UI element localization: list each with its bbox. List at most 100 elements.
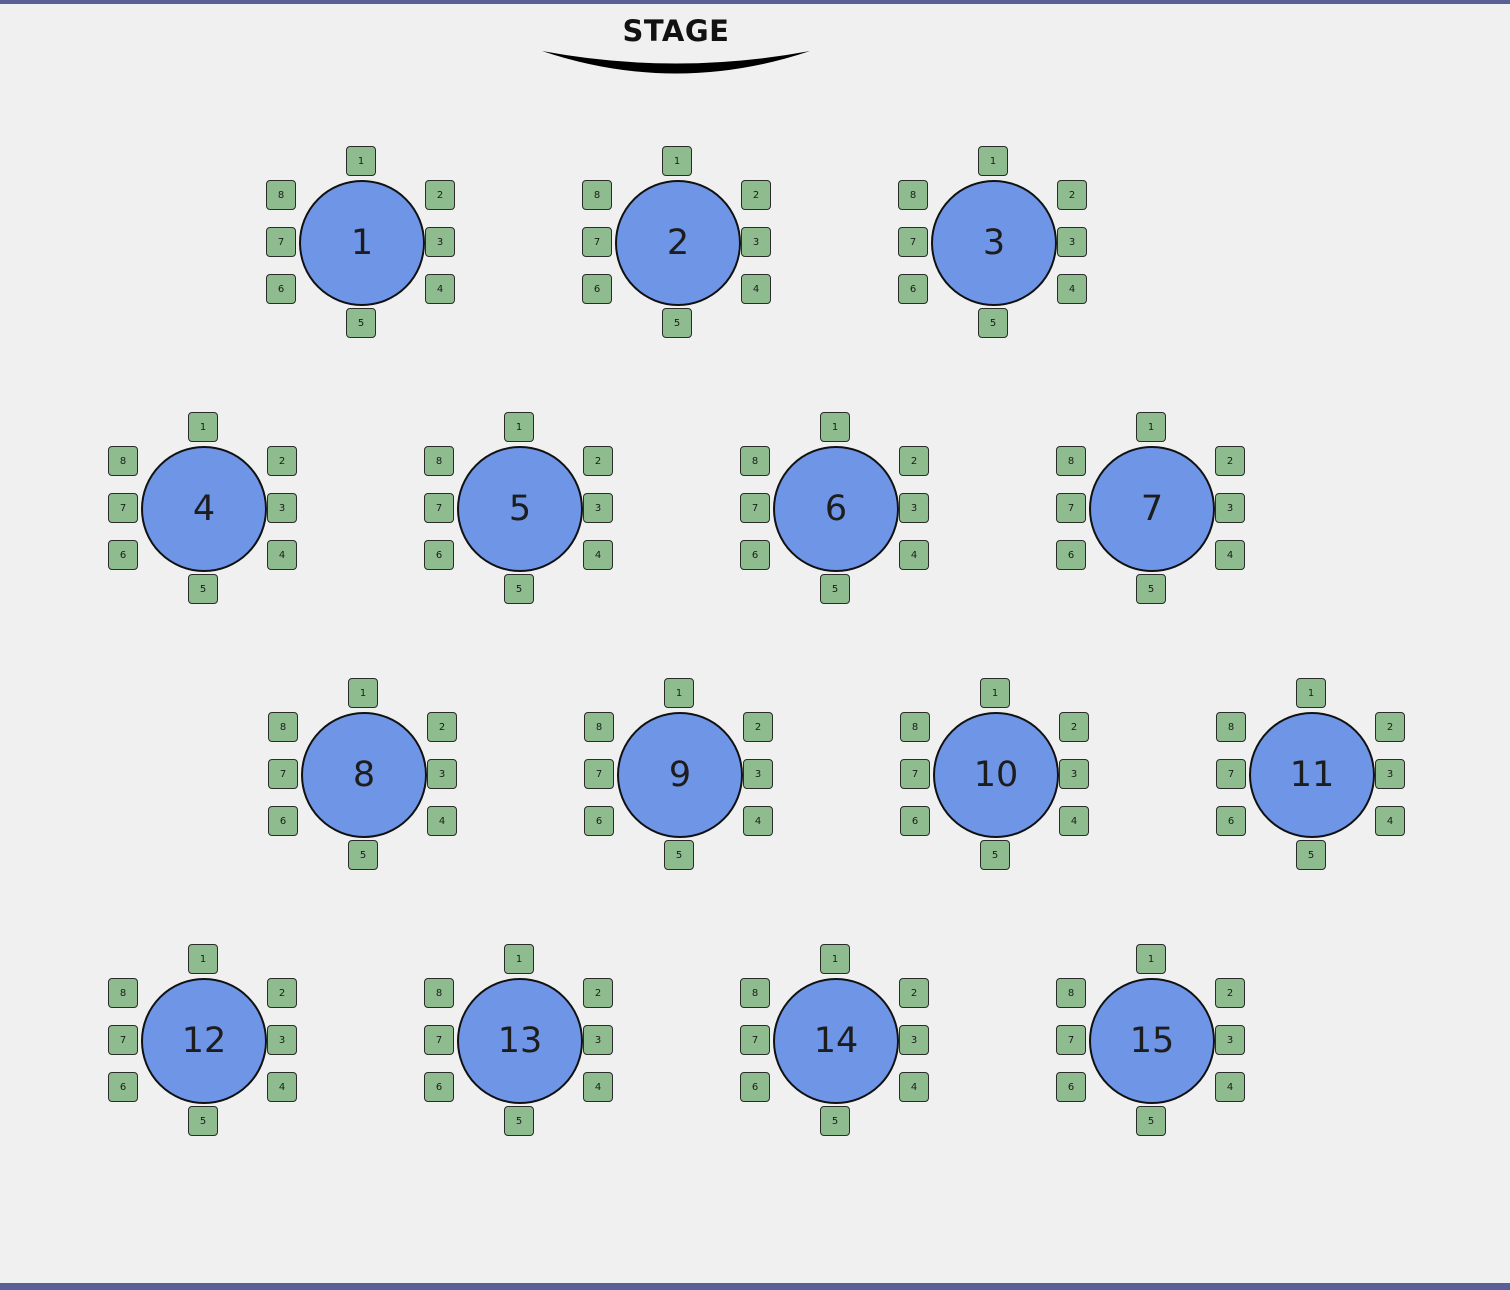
seat-button[interactable]: 5: [1296, 840, 1326, 870]
seat-button[interactable]: 5: [348, 840, 378, 870]
seat-button[interactable]: 7: [424, 1025, 454, 1055]
table-circle[interactable]: 12: [141, 978, 267, 1104]
seat-button[interactable]: 5: [662, 308, 692, 338]
seat-button[interactable]: 7: [584, 759, 614, 789]
seat-button[interactable]: 4: [427, 806, 457, 836]
seat-button[interactable]: 2: [583, 446, 613, 476]
seat-button[interactable]: 4: [1059, 806, 1089, 836]
table-circle[interactable]: 3: [931, 180, 1057, 306]
seat-button[interactable]: 2: [743, 712, 773, 742]
seat-button[interactable]: 4: [1057, 274, 1087, 304]
seat-button[interactable]: 4: [267, 540, 297, 570]
seat-button[interactable]: 4: [743, 806, 773, 836]
seat-button[interactable]: 2: [267, 446, 297, 476]
seat-button[interactable]: 1: [1136, 944, 1166, 974]
seat-button[interactable]: 3: [1215, 1025, 1245, 1055]
seat-button[interactable]: 6: [740, 1072, 770, 1102]
seat-button[interactable]: 5: [188, 1106, 218, 1136]
seat-button[interactable]: 3: [899, 1025, 929, 1055]
seat-button[interactable]: 2: [425, 180, 455, 210]
seat-button[interactable]: 7: [898, 227, 928, 257]
seat-button[interactable]: 1: [188, 944, 218, 974]
seat-button[interactable]: 8: [740, 446, 770, 476]
table-circle[interactable]: 14: [773, 978, 899, 1104]
seat-button[interactable]: 7: [1056, 493, 1086, 523]
table-circle[interactable]: 13: [457, 978, 583, 1104]
seat-button[interactable]: 5: [980, 840, 1010, 870]
seat-button[interactable]: 1: [662, 146, 692, 176]
seat-button[interactable]: 2: [1059, 712, 1089, 742]
seat-button[interactable]: 1: [978, 146, 1008, 176]
seat-button[interactable]: 1: [820, 944, 850, 974]
seat-button[interactable]: 3: [583, 1025, 613, 1055]
seat-button[interactable]: 1: [664, 678, 694, 708]
seat-button[interactable]: 5: [820, 574, 850, 604]
seat-button[interactable]: 4: [899, 540, 929, 570]
seat-button[interactable]: 4: [583, 540, 613, 570]
table-circle[interactable]: 6: [773, 446, 899, 572]
seat-button[interactable]: 8: [584, 712, 614, 742]
seat-button[interactable]: 4: [899, 1072, 929, 1102]
table-circle[interactable]: 1: [299, 180, 425, 306]
seat-button[interactable]: 3: [1215, 493, 1245, 523]
seat-button[interactable]: 6: [740, 540, 770, 570]
seat-button[interactable]: 7: [1056, 1025, 1086, 1055]
seat-button[interactable]: 5: [978, 308, 1008, 338]
seat-button[interactable]: 3: [1375, 759, 1405, 789]
seat-button[interactable]: 2: [741, 180, 771, 210]
table-circle[interactable]: 10: [933, 712, 1059, 838]
seat-button[interactable]: 6: [108, 1072, 138, 1102]
table-circle[interactable]: 2: [615, 180, 741, 306]
seat-button[interactable]: 4: [425, 274, 455, 304]
seat-button[interactable]: 1: [346, 146, 376, 176]
seat-button[interactable]: 3: [899, 493, 929, 523]
seat-button[interactable]: 8: [740, 978, 770, 1008]
seat-button[interactable]: 8: [108, 446, 138, 476]
seat-button[interactable]: 3: [583, 493, 613, 523]
seat-button[interactable]: 5: [346, 308, 376, 338]
seat-button[interactable]: 6: [898, 274, 928, 304]
table-circle[interactable]: 15: [1089, 978, 1215, 1104]
seat-button[interactable]: 8: [424, 446, 454, 476]
seat-button[interactable]: 4: [1215, 1072, 1245, 1102]
seat-button[interactable]: 5: [1136, 1106, 1166, 1136]
seat-button[interactable]: 6: [424, 1072, 454, 1102]
seat-button[interactable]: 7: [740, 1025, 770, 1055]
seat-button[interactable]: 3: [425, 227, 455, 257]
seat-button[interactable]: 7: [108, 1025, 138, 1055]
seat-button[interactable]: 6: [900, 806, 930, 836]
table-circle[interactable]: 8: [301, 712, 427, 838]
seat-button[interactable]: 2: [1215, 446, 1245, 476]
seat-button[interactable]: 6: [266, 274, 296, 304]
seat-button[interactable]: 3: [1059, 759, 1089, 789]
seat-button[interactable]: 7: [268, 759, 298, 789]
seat-button[interactable]: 1: [820, 412, 850, 442]
seat-button[interactable]: 7: [108, 493, 138, 523]
seat-button[interactable]: 2: [427, 712, 457, 742]
seat-button[interactable]: 1: [188, 412, 218, 442]
seat-button[interactable]: 4: [583, 1072, 613, 1102]
seat-button[interactable]: 7: [266, 227, 296, 257]
seat-button[interactable]: 1: [504, 944, 534, 974]
seat-button[interactable]: 1: [504, 412, 534, 442]
table-circle[interactable]: 7: [1089, 446, 1215, 572]
seat-button[interactable]: 6: [1056, 540, 1086, 570]
seat-button[interactable]: 5: [1136, 574, 1166, 604]
seat-button[interactable]: 3: [267, 1025, 297, 1055]
seat-button[interactable]: 8: [898, 180, 928, 210]
seat-button[interactable]: 8: [1216, 712, 1246, 742]
seat-button[interactable]: 5: [664, 840, 694, 870]
seat-button[interactable]: 3: [267, 493, 297, 523]
seat-button[interactable]: 3: [1057, 227, 1087, 257]
seat-button[interactable]: 2: [267, 978, 297, 1008]
seat-button[interactable]: 4: [1375, 806, 1405, 836]
seat-button[interactable]: 8: [1056, 978, 1086, 1008]
seat-button[interactable]: 2: [583, 978, 613, 1008]
seat-button[interactable]: 4: [1215, 540, 1245, 570]
seat-button[interactable]: 7: [424, 493, 454, 523]
seat-button[interactable]: 5: [504, 574, 534, 604]
seat-button[interactable]: 5: [188, 574, 218, 604]
seat-button[interactable]: 2: [1215, 978, 1245, 1008]
seat-button[interactable]: 4: [741, 274, 771, 304]
seat-button[interactable]: 8: [268, 712, 298, 742]
